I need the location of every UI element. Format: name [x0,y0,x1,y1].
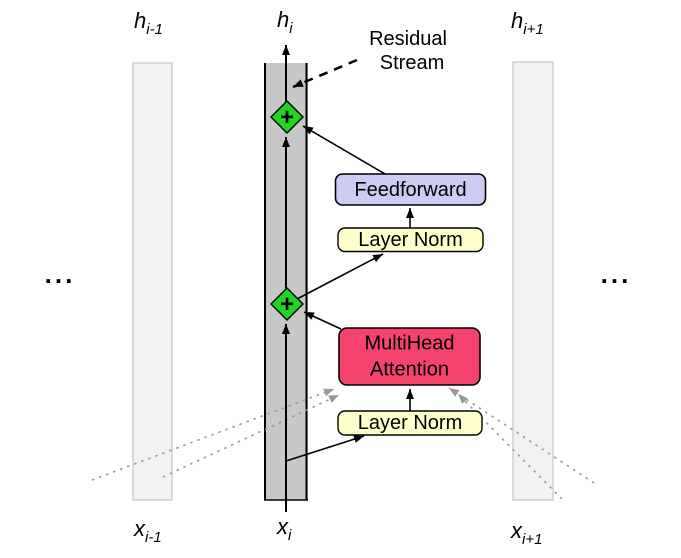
label-h-i-minus-1: hi-1 [134,8,163,38]
layer-norm-top-label: Layer Norm [358,229,462,251]
residual-stream-annotation-line2: Stream [380,52,444,74]
stream-to-layernorm-bottom-arrow [285,435,365,462]
add-node-bottom-diamond [270,287,304,321]
right-neighbor-stream-bar [513,62,553,500]
label-x-i-plus-1: xi+1 [510,518,542,548]
add-node-top-diamond [270,100,304,134]
right-neighbor-stream-bar-border [512,61,554,501]
attention-to-add-arrow [303,311,342,330]
attention-input-right-far-dotted-arrow [448,387,595,484]
multihead-attention-box [338,327,481,386]
residual-stream-pointer-dashed-arrow [292,58,358,89]
label-x-i: xi [276,514,292,544]
residual-stream-annotation-line1: Residual [369,28,447,50]
attention-input-right-near-dotted-arrow [457,393,563,500]
stream-to-layernorm-top-arrow [296,253,384,300]
add-node-top: + [270,100,304,134]
attention-input-left-near-dotted-arrow [162,394,340,478]
layer-norm-top-box [337,227,484,253]
layer-norm-bottom-block: Layer Norm [337,410,483,436]
right-ellipsis: ... [601,259,632,289]
label-h-i-plus-1: hi+1 [511,8,544,38]
add-node-bottom-plus: + [280,291,294,318]
left-ellipsis: ... [45,259,76,289]
label-h-i: hi [277,7,293,37]
add-node-top-plus: + [280,104,294,131]
left-neighbor-stream-bar-border [132,62,173,501]
layer-norm-bottom-label: Layer Norm [358,412,462,434]
multihead-attention-block: MultiHead Attention [338,327,481,386]
layer-norm-bottom-box [337,410,483,436]
multihead-attention-label-line2: Attention [370,359,449,381]
layer-norm-top-block: Layer Norm [337,227,484,253]
left-neighbor-stream-bar [133,63,172,500]
label-x-i-minus-1: xi-1 [133,516,162,546]
feedforward-box [334,173,487,206]
feedforward-to-add-arrow [302,125,386,175]
multihead-attention-label-line1: MultiHead [364,333,454,355]
add-node-bottom: + [270,287,304,321]
feedforward-label: Feedforward [354,179,466,201]
feedforward-block: Feedforward [334,173,487,206]
attention-input-left-far-dotted-arrow [91,388,335,481]
